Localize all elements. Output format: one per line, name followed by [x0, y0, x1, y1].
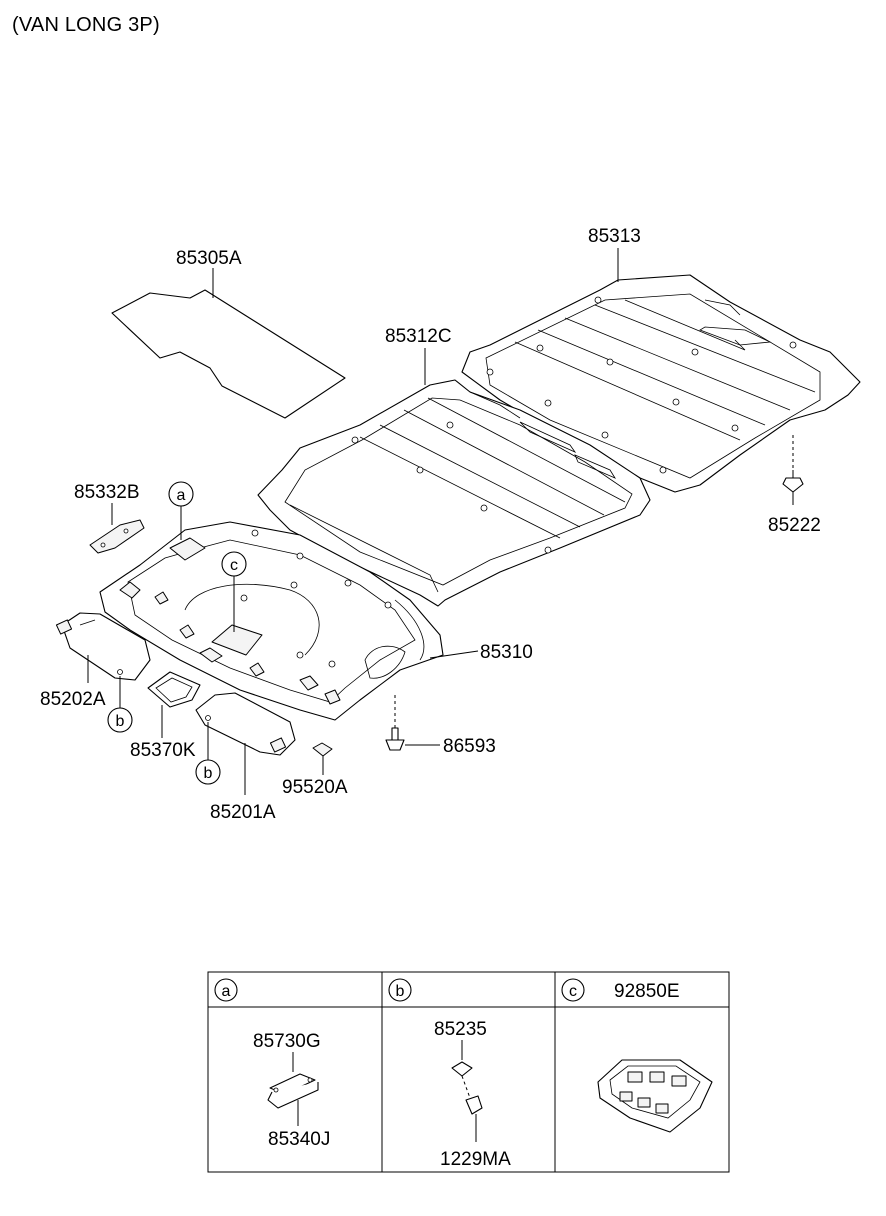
part-85222-clip: 85222: [768, 435, 821, 536]
legend-table: a 85730G 85340J b 85235: [207, 971, 730, 1173]
part-85310-headlining: 85310: [99, 521, 533, 721]
legend-b-part-2: 1229MA: [440, 1149, 511, 1170]
part-85202A-sunvisor: 85202A: [40, 612, 151, 710]
label-85202A: 85202A: [40, 689, 106, 710]
callout-b-left-letter: b: [116, 713, 125, 730]
callout-c: c: [221, 551, 247, 632]
legend-c-part: 92850E: [614, 981, 680, 1002]
legend-cell-b: b 85235 1229MA: [388, 978, 511, 1170]
legend-b-part-1: 85235: [434, 1019, 487, 1040]
label-85332B: 85332B: [74, 482, 140, 503]
part-85305A-pad: 85305A: [111, 248, 346, 419]
callout-b-left: b: [107, 676, 133, 733]
legend-b-letter: b: [396, 983, 405, 1000]
callout-a: a: [168, 481, 194, 540]
legend-a-part-1: 85730G: [253, 1031, 321, 1052]
legend-c-letter: c: [569, 983, 577, 1000]
part-85201A-sunvisor: 85201A: [195, 692, 296, 823]
label-85313: 85313: [588, 226, 641, 247]
part-85332B-bracket: 85332B: [74, 482, 145, 554]
label-86593: 86593: [443, 736, 496, 757]
label-85305A: 85305A: [176, 248, 242, 269]
label-85370K: 85370K: [130, 740, 196, 761]
legend-a-letter: a: [222, 983, 231, 1000]
diagram-caption: (VAN LONG 3P): [12, 14, 160, 36]
label-85201A: 85201A: [210, 802, 276, 823]
legend-cell-c: c 92850E: [561, 978, 713, 1133]
callout-b-right-letter: b: [204, 765, 213, 782]
part-86593-screw: 86593: [385, 695, 496, 757]
label-85222: 85222: [768, 515, 821, 536]
legend-a-part-2: 85340J: [268, 1129, 330, 1150]
part-95520A-sensor: 95520A: [282, 742, 348, 798]
legend-cell-a: a 85730G 85340J: [214, 978, 330, 1150]
callout-c-letter: c: [230, 557, 238, 574]
label-85310: 85310: [480, 642, 533, 663]
callout-a-letter: a: [177, 487, 186, 504]
label-95520A: 95520A: [282, 777, 348, 798]
label-85312C: 85312C: [385, 326, 452, 347]
callout-b-right: b: [195, 722, 221, 785]
part-85313-rear-panel: 85313: [461, 226, 861, 493]
part-85370K-lamp: 85370K: [130, 671, 201, 761]
